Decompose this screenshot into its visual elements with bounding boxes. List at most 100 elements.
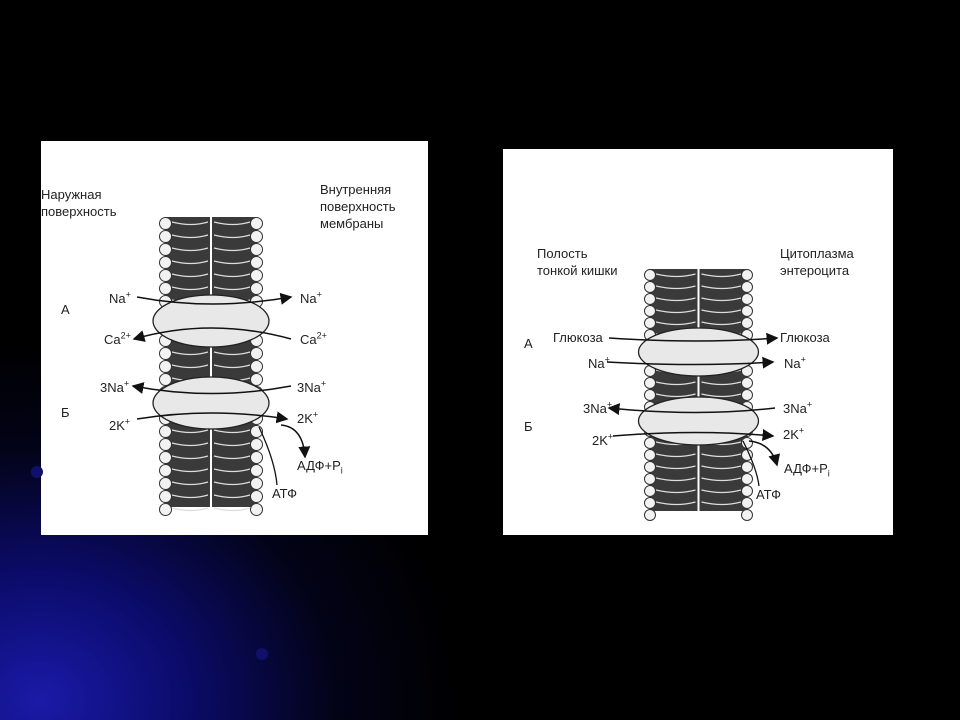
lipid-tail-line — [701, 453, 742, 458]
2k-inside-label: 2K+ — [783, 425, 805, 442]
lipid-head — [741, 281, 753, 293]
lipid-tail-line — [213, 351, 251, 356]
lipid-head — [250, 360, 263, 373]
lipid-head — [741, 389, 753, 401]
lipid-head — [159, 503, 172, 516]
lipid-tail-line — [213, 481, 251, 486]
lipid-head — [741, 317, 753, 329]
transport-arrow — [136, 292, 293, 305]
transport-arrow — [136, 411, 289, 424]
lipid-tail-line — [171, 221, 209, 226]
lipid-tail-line — [701, 465, 742, 470]
lipid-tail-line — [655, 297, 696, 302]
lipid-tail-line — [655, 453, 696, 458]
lipid-tail-line — [213, 364, 251, 369]
lipid-tail-line — [171, 351, 209, 356]
lipid-tail-line — [171, 286, 209, 291]
lipid-tail-line — [171, 455, 209, 460]
lipid-head — [159, 282, 172, 295]
lipid-head — [250, 503, 263, 516]
glucose-inside-label: Глюкоза — [780, 330, 830, 345]
glucose-outside-label: Глюкоза — [553, 330, 603, 345]
transport-arrow — [280, 424, 311, 459]
lipid-head — [159, 217, 172, 230]
decorative-dot — [31, 466, 43, 478]
transport-arrow — [607, 403, 776, 416]
transport-protein — [152, 294, 270, 348]
atp-line — [258, 426, 278, 486]
lipid-head — [250, 477, 263, 490]
lipid-tail-line — [213, 429, 251, 434]
lipid-head — [644, 485, 656, 497]
lipid-tail-line — [655, 285, 696, 290]
lipid-head — [250, 256, 263, 269]
lipid-head — [741, 509, 753, 521]
ca-outside-label: Ca2+ — [104, 330, 131, 347]
lipid-head — [159, 373, 172, 386]
lipid-tail-line — [701, 501, 742, 506]
lipid-tail-line — [213, 442, 251, 447]
transport-protein — [637, 327, 760, 377]
lipid-tail-line — [655, 321, 696, 326]
lipid-tail-line — [171, 429, 209, 434]
lipid-tail-line — [213, 260, 251, 265]
lipid-tail-line — [655, 501, 696, 506]
diagram-panel-right: Полость тонкой кишки Цитоплазма энтероци… — [503, 149, 893, 535]
3na-inside-label: 3Na+ — [783, 399, 813, 416]
lipid-tail-line — [655, 393, 696, 398]
lipid-tail-line — [701, 477, 742, 482]
transport-arrow — [748, 440, 781, 467]
row-a-label: А — [61, 302, 70, 317]
diagram-panel-left: Наружная поверхность Внутренняя поверхно… — [41, 141, 428, 535]
lipid-head — [741, 269, 753, 281]
lipid-tail-line — [171, 468, 209, 473]
transport-arrow — [606, 356, 775, 369]
3na-outside-label: 3Na+ — [583, 399, 613, 416]
lipid-tail-line — [701, 309, 742, 314]
inner-surface-label: Внутренняя поверхность мембраны — [320, 182, 396, 231]
lipid-tail-line — [701, 273, 742, 278]
adp-label: АДФ+Pi — [784, 461, 830, 479]
lipid-tail-line — [171, 481, 209, 486]
lipid-head — [644, 293, 656, 305]
transport-arrow — [132, 327, 292, 342]
transport-protein — [637, 396, 760, 446]
lipid-head — [741, 497, 753, 509]
lipid-tail-line — [171, 442, 209, 447]
3na-outside-label: 3Na+ — [100, 378, 130, 395]
transport-arrow — [131, 382, 292, 395]
lipid-head — [250, 347, 263, 360]
lipid-tail-line — [655, 273, 696, 278]
lipid-tail-line — [213, 221, 251, 226]
lipid-head — [644, 461, 656, 473]
row-b-label: Б — [524, 419, 533, 434]
lipid-head — [741, 461, 753, 473]
lipid-tail-line — [213, 247, 251, 252]
lipid-head — [250, 243, 263, 256]
lipid-head — [644, 437, 656, 449]
lipid-tail-line — [171, 507, 209, 512]
lipid-tail-line — [655, 465, 696, 470]
lipid-tail-line — [171, 234, 209, 239]
lipid-head — [644, 473, 656, 485]
membrane-diagram-left — [131, 217, 311, 516]
lipid-head — [644, 509, 656, 521]
lipid-head — [644, 449, 656, 461]
atp-label: АТФ — [272, 486, 298, 501]
2k-outside-label: 2K+ — [592, 431, 614, 448]
atp-label: АТФ — [756, 487, 782, 502]
lipid-tail-line — [701, 393, 742, 398]
lipid-head — [159, 269, 172, 282]
lipid-head — [250, 282, 263, 295]
lipid-bilayer — [644, 269, 753, 521]
lipid-tail-line — [213, 494, 251, 499]
lipid-head — [741, 473, 753, 485]
lipid-head — [159, 477, 172, 490]
lipid-tail-line — [213, 468, 251, 473]
lipid-head — [644, 497, 656, 509]
outer-surface-label: Наружная поверхность — [41, 187, 117, 219]
3na-inside-label: 3Na+ — [297, 378, 327, 395]
lipid-head — [159, 464, 172, 477]
lipid-head — [741, 293, 753, 305]
atp-line — [742, 440, 760, 487]
